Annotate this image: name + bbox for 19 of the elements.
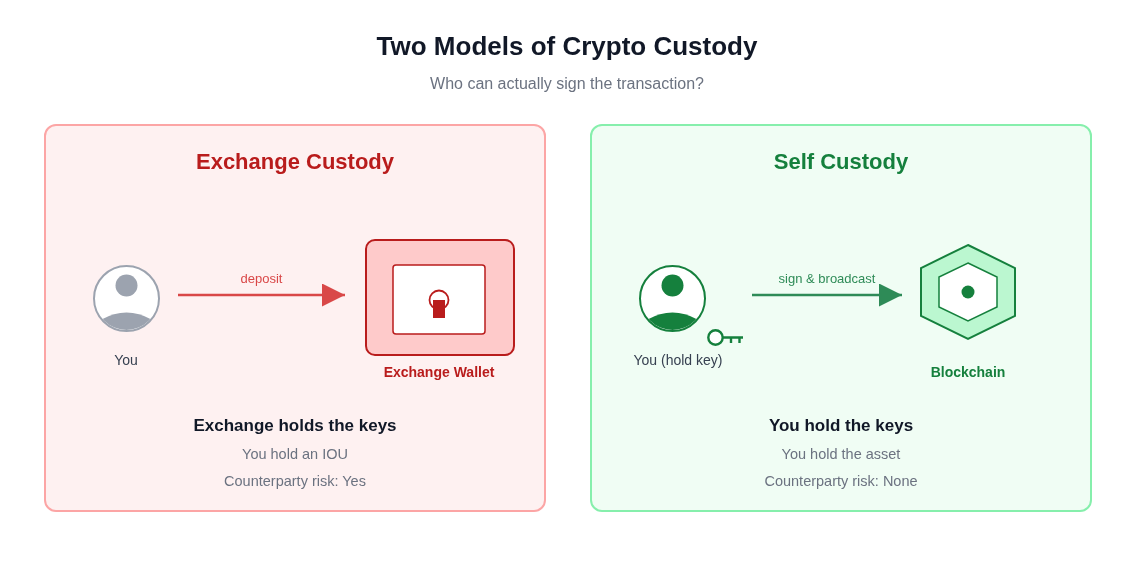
arrow [178,283,345,307]
node-label: You (hold key) [632,351,724,370]
summary-heading: Exchange holds the keys [192,415,398,437]
node-label: Exchange Wallet [382,363,496,382]
panel-heading: Self Custody [772,148,910,176]
custody-panel [590,124,1092,512]
node-label: Blockchain [929,363,1007,382]
subtitle: Who can actually sign the transaction? [429,74,705,94]
summary-text: Counterparty risk: None [763,472,919,491]
edge-label: sign & broadcast [775,271,879,287]
summary-text: You hold the asset [780,445,902,464]
summary-text: You hold an IOU [241,445,349,464]
node-label: You [113,351,139,370]
summary-heading: You hold the keys [767,415,915,437]
custody-panel [44,124,546,512]
arrow [752,283,902,307]
panel-heading: Exchange Custody [194,148,395,176]
diagram-title: Two Models of Crypto Custody [375,30,759,62]
summary-text: Counterparty risk: Yes [223,472,367,491]
